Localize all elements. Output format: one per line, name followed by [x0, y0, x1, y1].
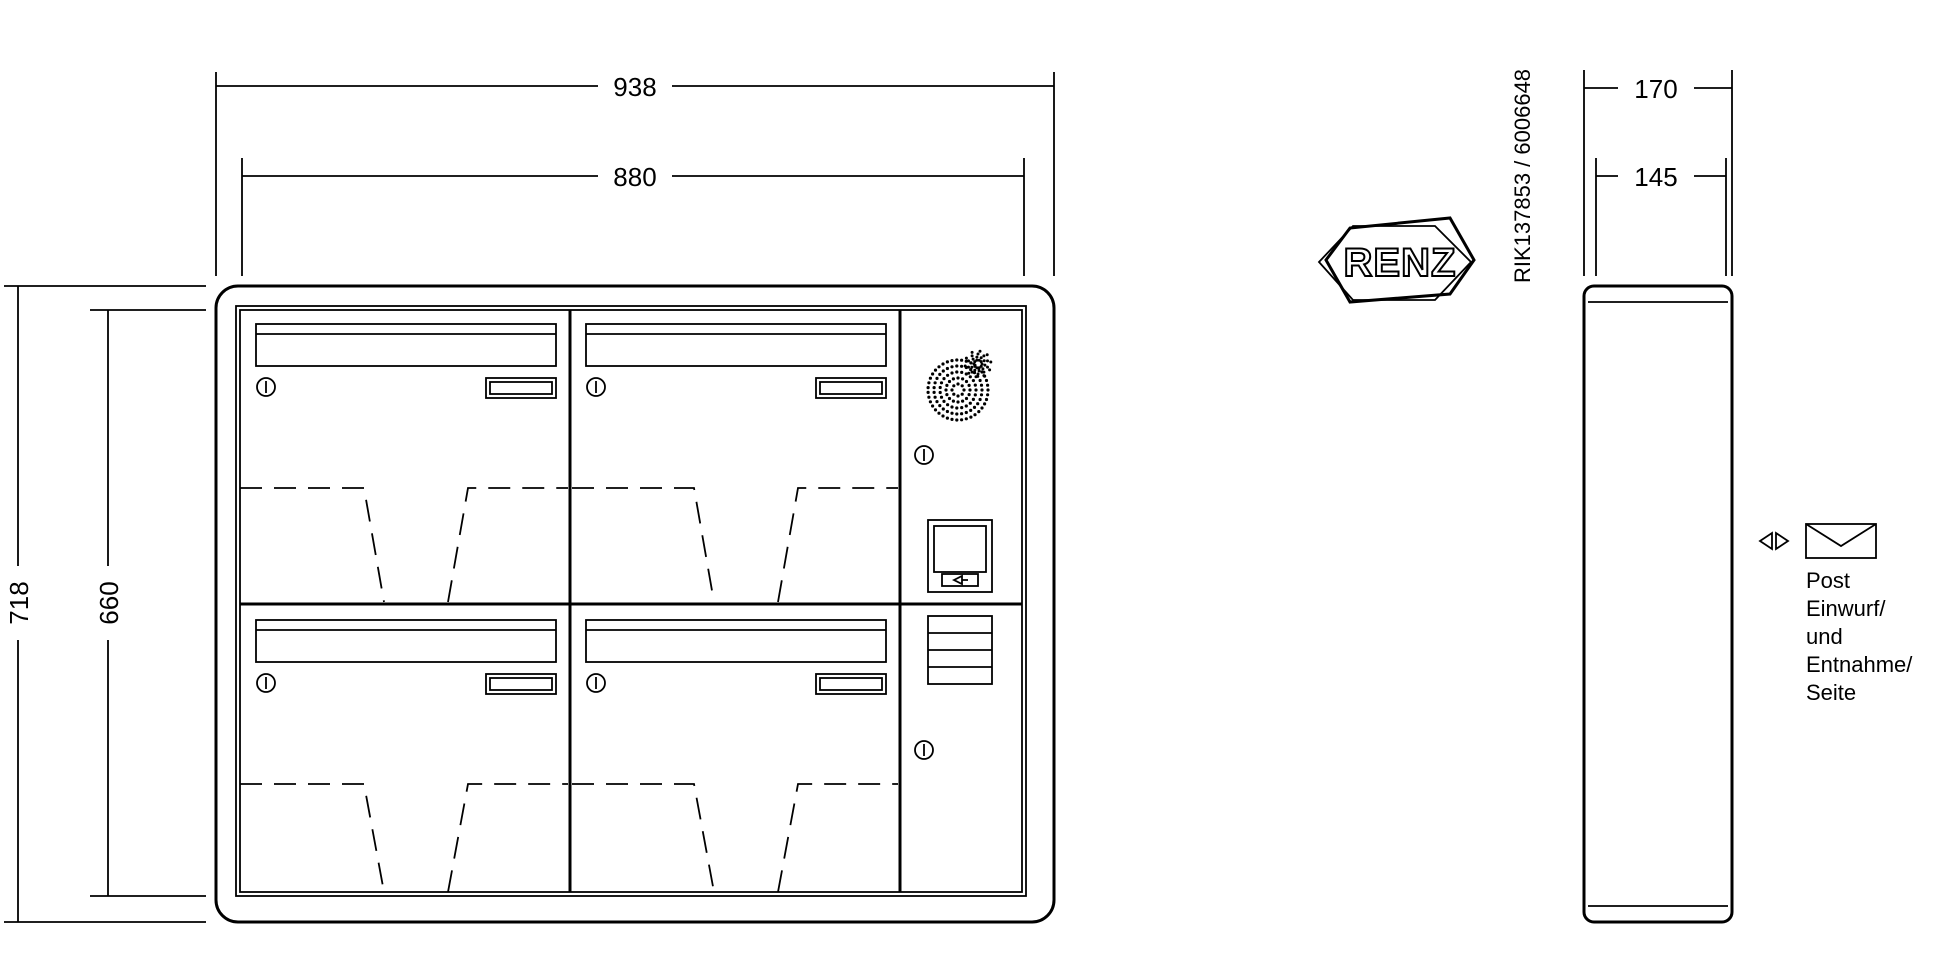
mail-note-line-5: Seite: [1806, 680, 1856, 705]
mail-hint-dashed: [240, 783, 568, 893]
lock-icon: [256, 673, 276, 693]
lock-icon: [914, 740, 934, 760]
mail-hint-dashed: [572, 783, 898, 893]
mail-note-line-2: Einwurf/: [1806, 596, 1886, 621]
mail-slot: [255, 323, 557, 367]
renz-logo: RENZ: [1317, 216, 1476, 304]
envelope-icon: [1805, 523, 1877, 559]
speaker-grille-icon: [926, 349, 993, 422]
mail-slot: [255, 619, 557, 663]
width-dimension-938: 938: [215, 72, 1055, 276]
depth-dimension-145: 145: [1595, 158, 1727, 276]
front-inner-frame: [235, 305, 1027, 897]
dim-label-145: 145: [1634, 162, 1677, 192]
call-button-icon: [941, 573, 979, 587]
lock-icon: [256, 377, 276, 397]
dim-label-170: 170: [1634, 74, 1677, 104]
name-plate: [485, 377, 557, 399]
logo-text: RENZ: [1344, 241, 1457, 285]
mailbox-top-right: [572, 323, 898, 603]
arrow-right-icon: [1775, 531, 1790, 551]
mail-slot: [585, 619, 887, 663]
name-plate: [815, 377, 887, 399]
mailbox-bottom-left: [240, 619, 568, 893]
intercom-column: [914, 349, 993, 760]
name-plate: [815, 673, 887, 695]
front-inner-frame-edge: [239, 309, 1023, 893]
height-dimension-718: 718: [4, 285, 206, 923]
width-dimension-880: 880: [241, 158, 1025, 276]
camera-module: [927, 519, 993, 593]
lock-icon: [586, 377, 606, 397]
mail-hint-dashed: [572, 487, 898, 603]
mail-slot: [585, 323, 887, 367]
depth-dimension-170: 170: [1583, 70, 1733, 276]
dim-label-938: 938: [613, 72, 656, 102]
dim-label-718: 718: [4, 581, 34, 624]
lock-icon: [586, 673, 606, 693]
side-view: [1582, 284, 1734, 924]
dim-label-880: 880: [613, 162, 656, 192]
mailbox-top-left: [240, 323, 568, 603]
arrow-left-icon: [1758, 531, 1773, 551]
dim-label-660: 660: [94, 581, 124, 624]
mail-note-line-3: und: [1806, 624, 1843, 649]
mail-note-line-4: Entnahme/: [1806, 652, 1913, 677]
front-view: [214, 284, 1056, 924]
mail-note: Post Einwurf/ und Entnahme/ Seite: [1758, 523, 1913, 705]
name-plate: [485, 673, 557, 695]
height-dimension-660: 660: [90, 309, 206, 897]
article-code: RIK137853 / 6006648: [1510, 69, 1535, 283]
mail-note-line-1: Post: [1806, 568, 1850, 593]
side-housing: [1582, 284, 1734, 924]
mailbox-bottom-right: [572, 619, 898, 893]
mail-hint-dashed: [240, 487, 568, 603]
lock-icon: [914, 445, 934, 465]
front-outer-housing: [214, 284, 1056, 924]
